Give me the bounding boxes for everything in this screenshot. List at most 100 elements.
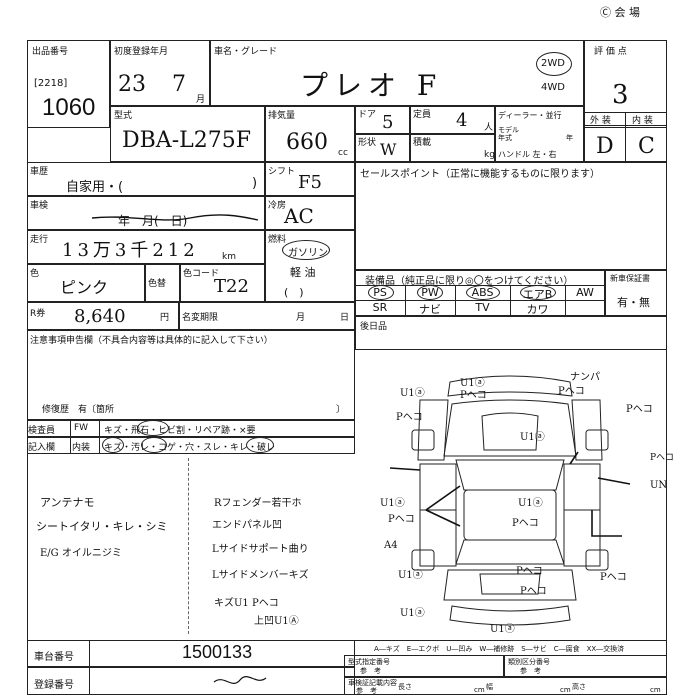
recycle-label: R券: [30, 309, 46, 319]
capacity-label: 定員: [413, 110, 432, 120]
inspection-box: [27, 196, 265, 230]
inspector-note-r3: Lサイドサポート曲り: [212, 544, 309, 555]
inspector-row1-tagbox: [70, 420, 100, 437]
interior-label: 内 装: [632, 116, 653, 126]
color-change-label: 色替: [148, 279, 167, 289]
shape-box: [355, 134, 410, 162]
sales-label: セールスポイント（正常に機能するものに限ります）: [360, 169, 600, 180]
doors-value: 5: [382, 112, 394, 133]
inspector-note-3: E/G オイルニジミ: [40, 548, 122, 559]
chassis-label-box: [27, 640, 90, 667]
color-label: 色: [30, 269, 40, 279]
circle-yogore: [141, 437, 167, 453]
displacement-value: 660: [286, 130, 328, 155]
notes-separator: [188, 458, 189, 634]
usage-value: 自家用・(: [66, 180, 124, 195]
recycle-box: [27, 302, 179, 330]
inspector-row1: [27, 420, 355, 437]
diag-bottom-left: U1ⓐ: [400, 608, 425, 619]
lot-number: 1060: [42, 94, 96, 121]
inspection-label: 車検: [30, 201, 49, 211]
capacity-value: 4: [456, 110, 468, 131]
notes-repair: 修復歴 有〔箇所: [42, 405, 115, 415]
fuel-opt2: 軽 油: [290, 266, 316, 279]
inspector-row1-label: 検査員: [28, 426, 56, 436]
exterior-label: 外 装: [590, 116, 611, 126]
registration-label-box: [27, 667, 90, 695]
equip-v2: [455, 285, 456, 316]
width-unit: cm: [560, 686, 571, 694]
load-unit: kg: [484, 150, 495, 160]
dealer-line3: 年式: [498, 134, 512, 142]
car-name-value: プレオ F: [300, 69, 443, 102]
color-code-value: T22: [214, 276, 249, 297]
color-box: [27, 264, 145, 302]
diag-right-side-1: Pヘコ: [650, 453, 675, 463]
lot-box: [27, 40, 110, 128]
dealer-line1: ディーラー・並行: [498, 111, 562, 120]
exterior-grade: D: [596, 134, 614, 159]
diag-left-fender-1: U1ⓐ: [400, 388, 425, 399]
equip-v1: [405, 285, 406, 316]
recycle-unit: 円: [160, 313, 170, 323]
aircon-label: 冷房: [268, 201, 287, 211]
diag-left-side-2: Pヘコ: [388, 514, 415, 525]
model-box: [110, 106, 265, 162]
circle-hiseki: [137, 420, 169, 436]
inspector-note-1: アンテナモ: [40, 496, 95, 509]
lot-code: [2218]: [34, 78, 68, 89]
notes-box: [27, 330, 355, 420]
inspector-note-r2: エンドパネル凹: [212, 520, 282, 531]
inspector-row2-tagbox: [70, 437, 100, 454]
designation-sub: 参 考: [360, 667, 381, 675]
diagram-bottom-line: [355, 640, 667, 641]
equip-v4: [565, 285, 566, 316]
aircon-value: AC: [284, 204, 314, 228]
width-label: 幅: [486, 683, 493, 691]
chassis-label: 車台番号: [34, 652, 74, 663]
grade-bottom: [584, 128, 667, 162]
equip-abs-circle: [466, 285, 500, 300]
inspector-note-r1: Rフェンダー若干ホ: [214, 498, 302, 509]
drive-2wd: 2WD: [541, 58, 565, 69]
equip-airbag-circle: [520, 285, 556, 300]
equip-ps-circle: [368, 285, 394, 300]
class-sub: 参 考: [520, 667, 541, 675]
fuel-label: 燃料: [268, 235, 287, 245]
new-cert-label: 新車保証書: [610, 274, 650, 283]
inspector-row2: [27, 437, 355, 454]
first-reg-label: 初度登録年月: [114, 47, 169, 57]
aftermarket-label: 後日品: [360, 322, 388, 332]
diag-center-2: Pヘコ: [512, 518, 539, 529]
name-change-month: 月: [296, 313, 306, 323]
dealer-box: [495, 106, 584, 162]
car-diagram: [389, 375, 631, 626]
diag-front-right-2: Pヘコ: [558, 386, 585, 397]
dealer-line4: ハンドル 左・右: [498, 150, 557, 159]
load-label: 積載: [413, 138, 432, 148]
color-code-box: [180, 264, 265, 302]
car-name-label: 車名・グレード: [214, 47, 278, 57]
fuel-opt3: ( ): [284, 286, 304, 299]
usage-close: ): [252, 176, 258, 191]
class-label: 類別区分番号: [508, 658, 550, 666]
usage-box: [27, 162, 265, 196]
aftermarket-box: [355, 316, 667, 350]
shift-box: [265, 162, 355, 196]
color-value: ピンク: [60, 278, 109, 297]
model-label: 型式: [114, 111, 133, 121]
shape-label: 形状: [358, 138, 377, 148]
height-label: 高さ: [572, 683, 586, 691]
displacement-unit: cc: [338, 148, 348, 158]
equip-navi: ナビ: [419, 303, 441, 316]
equip-aw: AW: [576, 286, 594, 299]
inspector-note-r4: Lサイドメンバーキズ: [212, 570, 309, 581]
diag-left-fender-2: Pヘコ: [396, 412, 423, 423]
diag-left-door: A4: [384, 540, 398, 551]
circle-sure: [246, 437, 274, 453]
equip-sr: SR: [372, 301, 388, 314]
inspector-row1-tag: FW: [74, 423, 89, 433]
dealer-line2: モデル: [498, 126, 519, 134]
usage-label: 車歴: [30, 167, 49, 177]
recycle-value: 8,640: [74, 306, 126, 327]
